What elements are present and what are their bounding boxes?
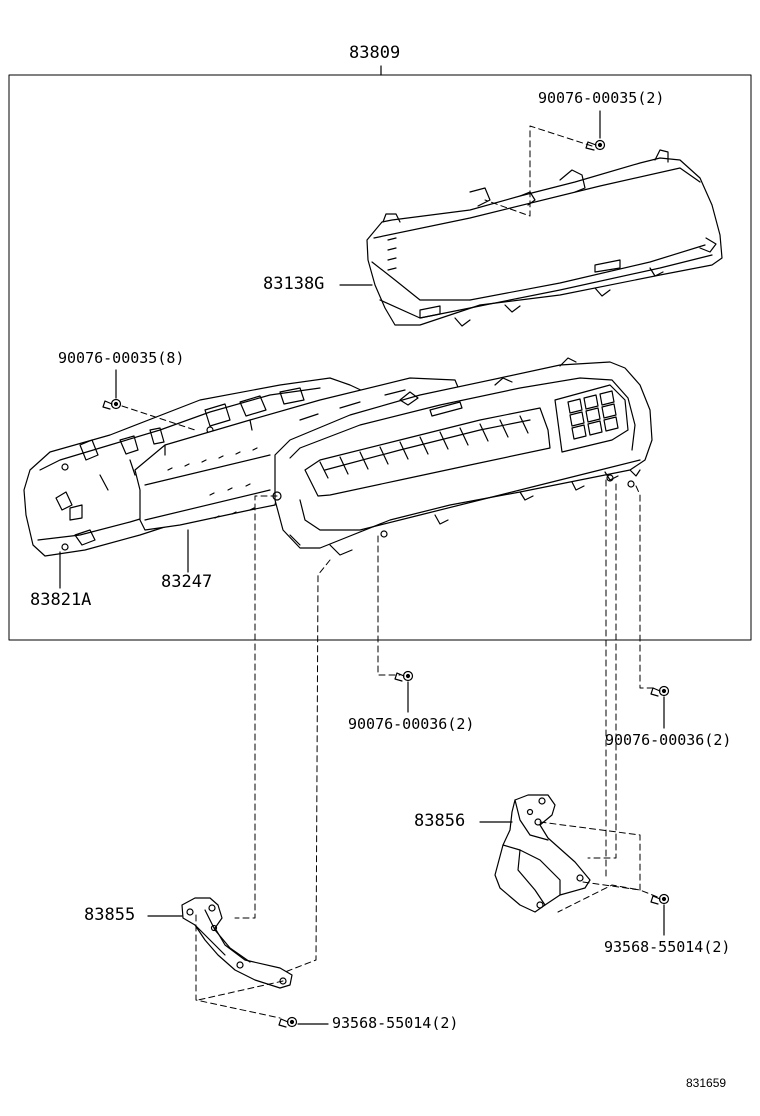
housing-dashed-guide-right2: [587, 483, 617, 859]
bracket-right-dashed-guide2: [582, 881, 661, 899]
housing-dashed-guide-mid: [377, 535, 401, 676]
housing-dashed-guide-left: [234, 495, 278, 919]
assembly-label: 83809: [349, 43, 401, 63]
assembly-boundary-box: [8, 74, 752, 641]
screw-top-label: 90076-00035(2): [538, 89, 665, 107]
bolt-left-label: 93568-55014(2): [332, 1014, 459, 1032]
cluster-housing-drawing: [272, 357, 653, 556]
bracket-left-dashed-guide: [195, 914, 281, 1019]
bolt-left-icon: [278, 1016, 298, 1028]
screw-top-dashed-guide: [484, 125, 593, 217]
screw-left-icon: [102, 398, 122, 410]
bolt-right-icon: [650, 893, 670, 905]
bracket-right-label: 83856: [414, 811, 466, 831]
housing-dashed-guide-right3: [635, 485, 655, 689]
screw-right-icon: [650, 685, 670, 697]
screw-top-icon: [585, 139, 606, 151]
meter-cover-drawing: [366, 149, 723, 327]
bracket-right-drawing: [494, 794, 591, 913]
bracket-left-drawing: [181, 897, 293, 989]
housing-dashed-guide-left2: [284, 559, 331, 973]
circuit-plate-label: 83247: [161, 572, 213, 592]
screw-mid-label: 90076-00036(2): [348, 715, 475, 733]
screw-right-label: 90076-00036(2): [605, 731, 732, 749]
bracket-left-label: 83855: [84, 905, 136, 925]
screw-mid-icon: [394, 670, 414, 682]
cover-label: 83138G: [263, 274, 325, 294]
bolt-right-label: 93568-55014(2): [604, 938, 731, 956]
bracket-right-dashed-guide: [539, 821, 641, 913]
diagram-id: 831659: [686, 1076, 727, 1090]
back-plate-label: 83821A: [30, 590, 92, 610]
screw-left-dashed-guide: [121, 405, 196, 431]
screw-left-label: 90076-00035(8): [58, 349, 185, 367]
bracket-left-dashed-guide2: [197, 980, 284, 1001]
